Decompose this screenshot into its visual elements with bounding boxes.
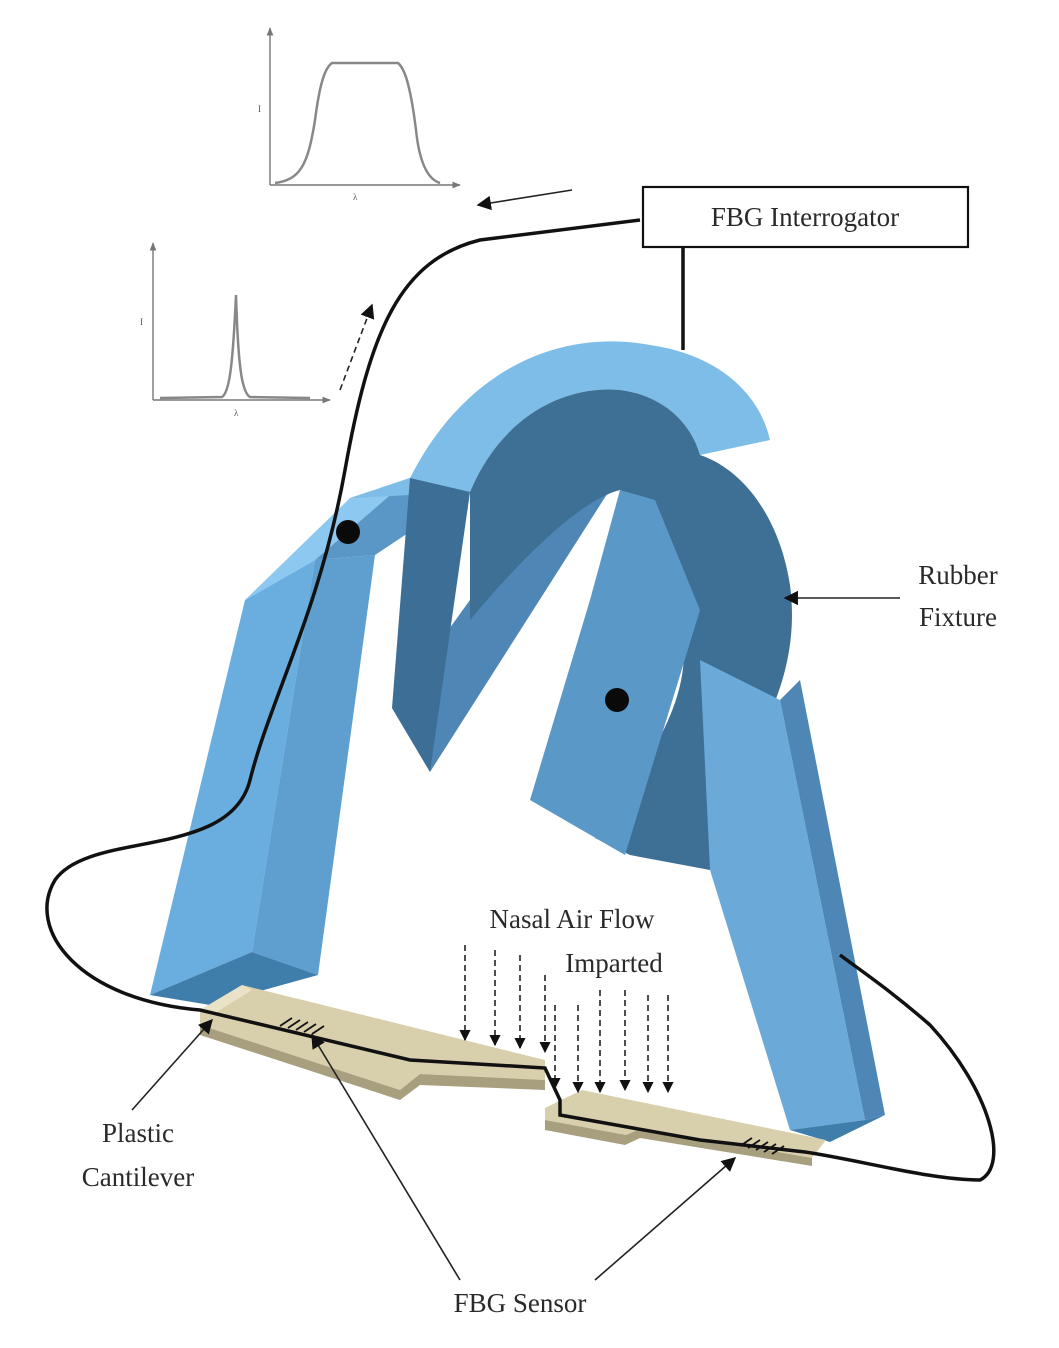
plot1-x-label: λ	[353, 192, 358, 202]
sensor-label: FBG Sensor	[454, 1288, 587, 1318]
spectrum-plot-reflected: I λ	[140, 242, 331, 418]
fixture-right-leg-front	[780, 680, 885, 1120]
pivot-dot-right	[605, 688, 629, 712]
spectrum-plot-broadband: I λ	[258, 27, 461, 202]
plastic-label-line2: Cantilever	[82, 1162, 194, 1192]
pivot-dot-left	[336, 520, 360, 544]
airflow-label-line2: Imparted	[565, 948, 663, 978]
plastic-label-line1: Plastic	[102, 1118, 174, 1148]
reflected-peak-curve	[159, 294, 311, 400]
fixture-left-leg-front	[252, 555, 375, 975]
sensor-arrow-left	[311, 1033, 461, 1281]
fixture-left-bottom-face	[150, 952, 318, 1005]
broadband-curve	[274, 61, 441, 185]
plastic-arrow	[131, 1018, 213, 1111]
plot1-y-label: I	[258, 104, 261, 114]
fbg-grating-left	[279, 1017, 325, 1035]
plot2-y-label: I	[140, 317, 143, 327]
plastic-cantilever-right	[545, 1090, 826, 1166]
airflow-label-line1: Nasal Air Flow	[490, 904, 655, 934]
sensor-arrow-right	[594, 1157, 737, 1281]
fixture-right-leg-side	[700, 660, 865, 1130]
rubber-fixture	[150, 341, 885, 1142]
arrow-to-reflected-plot	[339, 303, 375, 391]
airflow-arrows	[459, 945, 674, 1094]
fixture-right-bottom-face	[790, 1115, 885, 1142]
rubber-label-line1: Rubber	[918, 560, 997, 590]
fixture-left-leg-top	[245, 478, 410, 600]
interrogator-box	[641, 185, 970, 249]
fixture-left-leg-side	[150, 560, 315, 995]
plastic-cantilever-left	[200, 985, 545, 1100]
fixture-right-inner	[530, 490, 700, 855]
rubber-label-line2: Fixture	[919, 602, 997, 632]
fixture-arch-front	[392, 478, 470, 772]
fbg-grating-right	[739, 1137, 785, 1155]
fixture-arch-top	[350, 341, 770, 498]
plot2-x-label: λ	[234, 408, 239, 418]
arrow-to-broadband-plot	[476, 189, 573, 211]
optical-fiber	[45, 218, 996, 1182]
interrogator-label: FBG Interrogator	[711, 202, 899, 232]
